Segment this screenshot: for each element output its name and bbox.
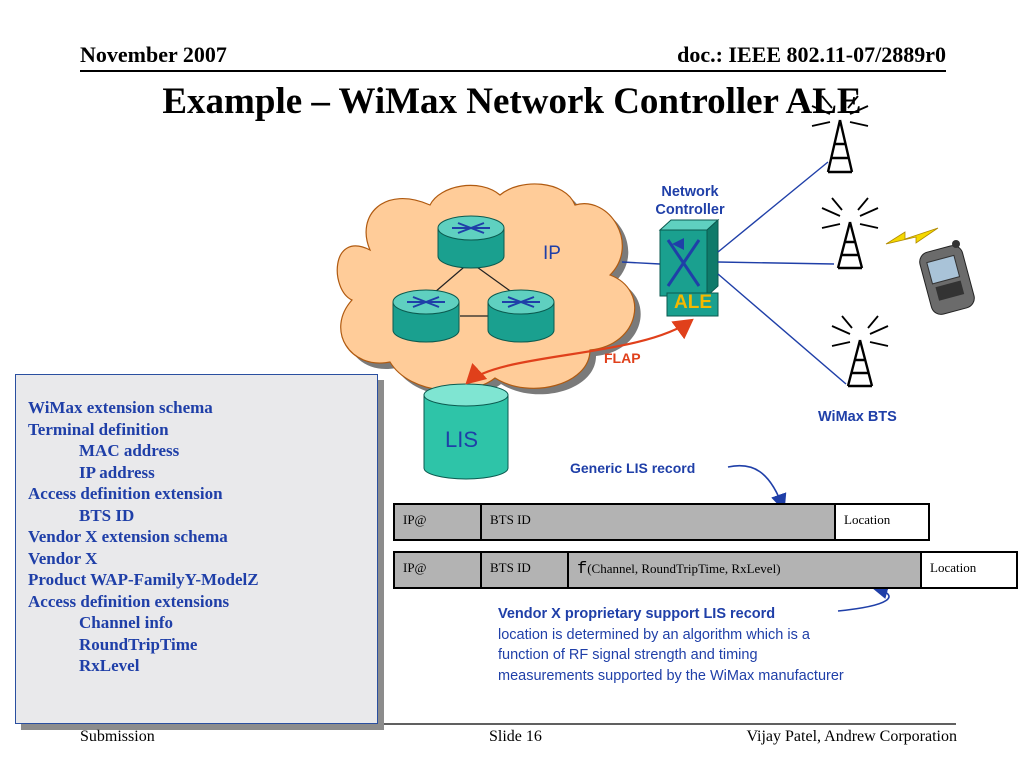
schema-item: MAC address bbox=[79, 441, 180, 460]
record-cell-bts: BTS ID bbox=[480, 551, 569, 589]
network-controller-icon bbox=[658, 218, 720, 317]
table-row: IP@ BTS ID f(Channel, RoundTripTime, RxL… bbox=[393, 551, 1018, 589]
vendor-note: Vendor X proprietary support LIS record … bbox=[498, 604, 848, 686]
table-row: IP@ BTS ID Location bbox=[393, 503, 930, 541]
ip-cloud bbox=[336, 183, 641, 397]
slide-title: Example – WiMax Network Controller ALE bbox=[162, 81, 862, 122]
footer-slide-number: Slide 16 bbox=[489, 728, 542, 745]
vendor-lis-record-table: IP@ BTS ID f(Channel, RoundTripTime, RxL… bbox=[393, 551, 1018, 589]
header-rule bbox=[80, 70, 946, 72]
schema-item: Channel info bbox=[79, 613, 173, 632]
footer-author: Vijay Patel, Andrew Corporation bbox=[746, 728, 957, 745]
schema-item: WiMax extension schema bbox=[28, 398, 213, 417]
footer-submission: Submission bbox=[80, 728, 155, 745]
flap-arrow bbox=[465, 318, 694, 385]
generic-lis-record-table: IP@ BTS ID Location bbox=[393, 503, 930, 541]
lis-label: LIS bbox=[445, 427, 479, 452]
vendor-record-arrow bbox=[837, 583, 890, 612]
schema-item: Access definition extension bbox=[28, 484, 223, 503]
network-link bbox=[717, 161, 829, 253]
schema-item: IP address bbox=[79, 462, 155, 482]
schema-item: RoundTripTime bbox=[79, 634, 198, 654]
bts-antenna-icon bbox=[811, 95, 869, 174]
schema-item: BTS ID bbox=[79, 505, 135, 525]
function-symbol: f bbox=[577, 560, 588, 579]
header-doc-id: doc.: IEEE 802.11-07/2889r0 bbox=[677, 42, 946, 67]
lightning-icon bbox=[885, 227, 939, 245]
schema-item: Product WAP-FamilyY-ModelZ bbox=[28, 570, 259, 589]
ip-label: IP bbox=[543, 243, 561, 264]
record-cell-bts: BTS ID bbox=[480, 503, 836, 541]
header-date: November 2007 bbox=[80, 42, 227, 67]
schema-list: WiMax extension schema Terminal definiti… bbox=[28, 397, 259, 677]
network-link bbox=[621, 261, 661, 265]
schema-item: Terminal definition bbox=[28, 419, 169, 439]
bts-antenna-icon bbox=[821, 197, 879, 270]
network-link bbox=[717, 261, 835, 265]
schema-item: Vendor X extension schema bbox=[28, 527, 228, 546]
schema-item: Vendor X bbox=[28, 548, 98, 568]
generic-record-arrow bbox=[727, 464, 787, 512]
schema-item: Access definition extensions bbox=[28, 591, 230, 611]
network-link bbox=[717, 273, 847, 385]
record-cell-ip: IP@ bbox=[393, 503, 482, 541]
bts-antenna-icon bbox=[831, 315, 889, 388]
record-cell-location: Location bbox=[834, 503, 930, 541]
record-cell-location: Location bbox=[920, 551, 1018, 589]
vendor-note-body: location is determined by an algorithm w… bbox=[498, 626, 844, 684]
lis-database-icon bbox=[423, 383, 509, 480]
network-controller-label: Network Controller bbox=[655, 184, 725, 218]
flap-label: FLAP bbox=[604, 350, 641, 366]
handheld-device-icon bbox=[919, 240, 975, 315]
schema-box: WiMax extension schema Terminal definiti… bbox=[15, 374, 378, 724]
wimax-bts-label: WiMax BTS bbox=[818, 409, 897, 425]
record-cell-function: f(Channel, RoundTripTime, RxLevel) bbox=[567, 551, 922, 589]
router-icon bbox=[437, 215, 505, 269]
router-icon bbox=[392, 289, 460, 343]
schema-item: RxLevel bbox=[79, 656, 140, 675]
function-args: (Channel, RoundTripTime, RxLevel) bbox=[587, 561, 781, 576]
router-icon bbox=[487, 289, 555, 343]
ale-label: ALE bbox=[674, 292, 712, 313]
generic-record-label: Generic LIS record bbox=[570, 460, 696, 476]
record-cell-ip: IP@ bbox=[393, 551, 482, 589]
vendor-note-title: Vendor X proprietary support LIS record bbox=[498, 606, 776, 622]
